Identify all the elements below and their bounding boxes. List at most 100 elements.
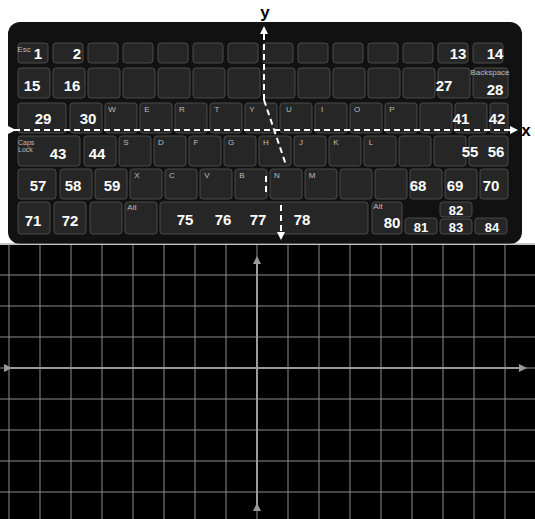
key <box>298 68 330 98</box>
key <box>403 68 435 98</box>
key <box>18 202 50 234</box>
key <box>445 169 477 199</box>
key-legend: R <box>179 106 185 114</box>
grid-line <box>0 337 535 338</box>
axis-label: y <box>260 4 269 21</box>
key-legend: V <box>204 172 209 180</box>
key-legend: T <box>215 106 220 114</box>
key <box>18 103 66 133</box>
callout-number: 69 <box>447 178 464 193</box>
callout-number: 27 <box>436 78 453 93</box>
grid-line <box>226 245 227 519</box>
key <box>473 43 503 63</box>
grid-line <box>350 245 351 519</box>
y-axis-dashed <box>265 176 267 196</box>
callout-number: 72 <box>62 213 79 228</box>
grid-line <box>40 245 41 519</box>
callout-number: 44 <box>89 146 106 161</box>
key-legend: H <box>263 139 269 147</box>
key <box>158 43 188 63</box>
grid-line <box>505 245 506 519</box>
key <box>18 43 48 63</box>
grid-line <box>0 430 535 431</box>
callout-number: 30 <box>80 111 97 126</box>
key <box>368 43 398 63</box>
key <box>160 202 368 234</box>
callout-number: 2 <box>73 46 81 61</box>
grid-y-axis <box>256 258 258 505</box>
grid-line <box>0 461 535 462</box>
grid-line <box>71 245 72 519</box>
key-legend: S <box>123 139 128 147</box>
key <box>440 202 472 217</box>
key <box>434 136 466 166</box>
grid-line <box>195 245 196 519</box>
grid-line <box>9 245 10 519</box>
key-legend: F <box>194 139 199 147</box>
keys <box>18 43 508 234</box>
callout-number: 75 <box>177 212 194 227</box>
key <box>259 136 291 166</box>
key <box>18 68 50 98</box>
key <box>403 43 433 63</box>
key-legend: L <box>369 139 373 147</box>
key <box>84 136 116 166</box>
key <box>193 43 223 63</box>
grid-line <box>474 245 475 519</box>
key <box>294 136 326 166</box>
key <box>263 68 295 98</box>
key-legend: Alt <box>373 203 382 211</box>
callout-number: 42 <box>489 111 506 126</box>
callout-number: 14 <box>487 46 504 61</box>
grid-line <box>0 275 535 276</box>
key <box>95 169 127 199</box>
key-legend: Alt <box>127 204 136 212</box>
grid-line <box>443 245 444 519</box>
callout-number: 13 <box>450 46 467 61</box>
key <box>385 103 417 133</box>
key <box>263 43 293 63</box>
key <box>123 43 153 63</box>
grid-line <box>0 492 535 493</box>
callout-number: 70 <box>483 178 500 193</box>
callout-number: 57 <box>30 178 47 193</box>
axis-label: x <box>521 122 530 139</box>
key <box>315 103 347 133</box>
grid-line <box>412 245 413 519</box>
key <box>364 136 396 166</box>
key <box>420 103 452 133</box>
key <box>372 202 402 234</box>
callout-number: 71 <box>25 213 42 228</box>
key <box>245 103 277 133</box>
grid-line <box>0 306 535 307</box>
key-legend: W <box>108 106 116 114</box>
key <box>200 169 232 199</box>
key <box>60 169 92 199</box>
key-legend: K <box>333 139 338 147</box>
grid-line <box>381 245 382 519</box>
key <box>189 136 221 166</box>
key <box>224 136 256 166</box>
key-legend: N <box>274 172 280 180</box>
callout-number: 83 <box>449 221 463 234</box>
key <box>228 43 258 63</box>
grid-line <box>319 245 320 519</box>
key-legend: O <box>354 106 360 114</box>
callout-number: 80 <box>384 215 401 230</box>
y-axis-dashed <box>280 205 282 238</box>
key <box>125 202 157 234</box>
key <box>165 169 197 199</box>
grid-line <box>0 399 535 400</box>
key-legend: Backspace <box>470 69 509 77</box>
key <box>175 103 207 133</box>
grid-line <box>0 244 535 245</box>
key <box>105 103 137 133</box>
key-legend: U <box>286 106 292 114</box>
callout-number: 28 <box>487 82 504 97</box>
callout-number: 29 <box>35 111 52 126</box>
callout-number: 1 <box>34 46 42 61</box>
key <box>298 43 328 63</box>
key <box>480 169 508 199</box>
key-legend: P <box>389 106 394 114</box>
